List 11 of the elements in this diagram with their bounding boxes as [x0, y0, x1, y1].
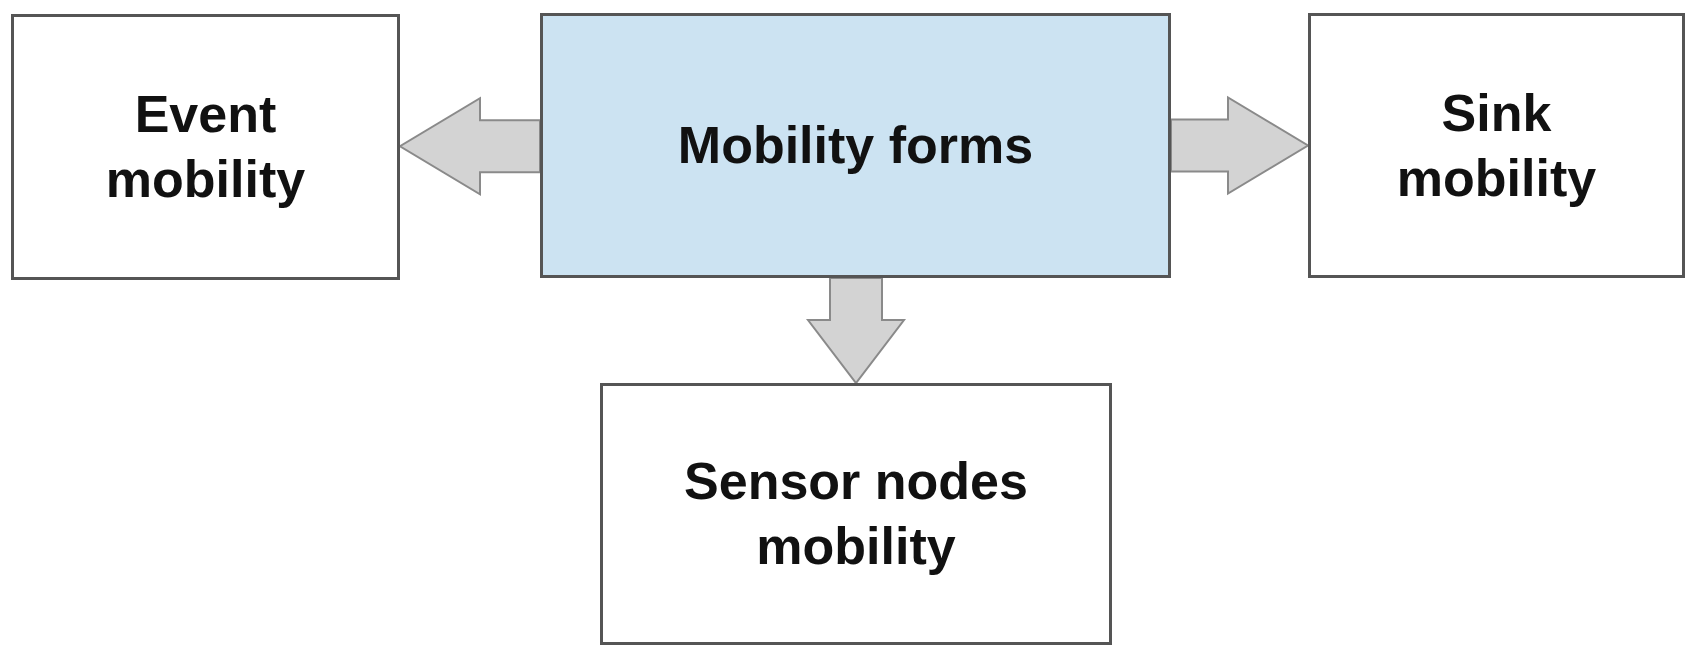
process-box — [600, 383, 1112, 645]
block-arrow — [398, 96, 541, 196]
node-label: Sensor nodes mobility — [683, 451, 1029, 577]
block-arrow — [806, 277, 906, 385]
highlighted-box — [540, 13, 1171, 278]
node-label: Mobility forms — [677, 115, 1034, 176]
node-label: Event mobility — [104, 84, 307, 210]
process-box — [1308, 13, 1685, 278]
node-label: Sink mobility — [1395, 82, 1598, 209]
process-box — [11, 14, 400, 280]
block-arrow — [1170, 95, 1310, 196]
